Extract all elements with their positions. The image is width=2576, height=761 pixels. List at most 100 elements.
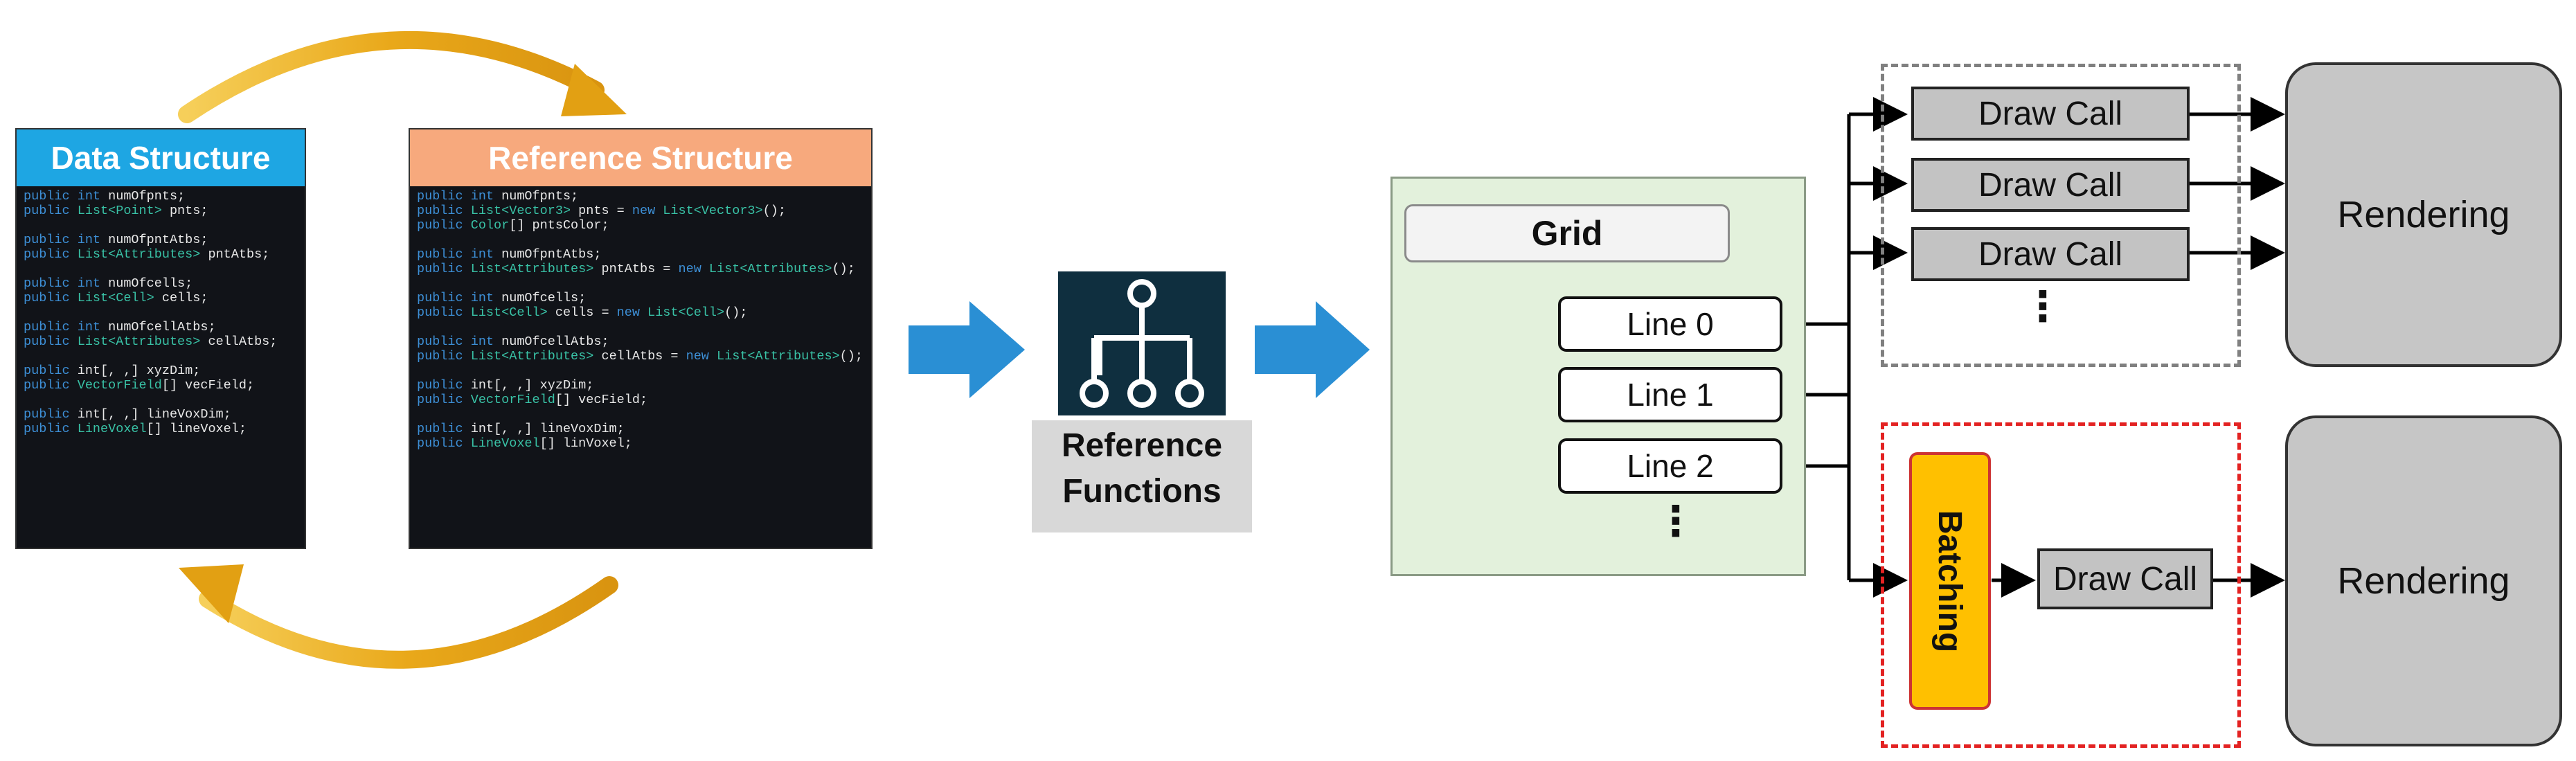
reference-structure-code-line	[417, 407, 864, 422]
reference-structure-code-line: public int numOfpntAtbs;	[417, 247, 864, 262]
rendering-upper: Rendering	[2285, 62, 2562, 367]
reference-structure-code-token: ();	[839, 349, 863, 364]
grid-line-1: Line 1	[1558, 367, 1782, 422]
data-structure-code-token: VectorField	[77, 378, 162, 393]
reference-structure-code-line: public Color[] pntsColor;	[417, 218, 864, 233]
reference-structure-code-line: public List<Cell> cells = new List<Cell>…	[417, 305, 864, 320]
draw-call-batched: Draw Call	[2037, 548, 2213, 609]
reference-structure-code-token: cellAtbs =	[593, 349, 686, 364]
data-structure-code-token: public int	[24, 189, 109, 204]
batching-box: Batching	[1909, 452, 1991, 710]
data-structure-code-token: List<Attributes>	[77, 334, 201, 349]
data-structure-code-token: numOfpnts;	[108, 189, 186, 204]
reference-structure-code-line: public int numOfcellAtbs;	[417, 334, 864, 349]
reference-structure-code-line: public int[, ,] lineVoxDim;	[417, 422, 864, 436]
reference-structure-code-token: public	[417, 378, 471, 393]
reference-structure-code-token: public	[417, 349, 471, 364]
data-structure-code-token: public int	[24, 233, 109, 247]
curved-arrow-top-icon	[178, 30, 627, 123]
draw-call-1: Draw Call	[1911, 87, 2190, 141]
data-structure-code-token: [] vecField;	[161, 378, 255, 393]
data-structure-code-token: List<Cell>	[77, 291, 154, 305]
reference-structure-code-token: public	[417, 218, 471, 233]
draw-call-2: Draw Call	[1911, 158, 2190, 212]
draw-call-feed-arrows	[1849, 97, 1908, 598]
reference-structure-code-token: numOfpnts;	[501, 189, 579, 204]
reference-structure-code-line	[417, 364, 864, 378]
reference-structure-code-token: new	[686, 349, 717, 364]
reference-structure-code-token: public	[417, 305, 471, 320]
data-structure-code-token: public int	[24, 320, 109, 334]
reference-structure-code-token: List<Vector3>	[663, 204, 763, 218]
grid-line-2: Line 2	[1558, 438, 1782, 494]
data-structure-code-token: public	[24, 247, 78, 262]
data-structure-code: public int numOfpnts;public List<Point> …	[24, 189, 298, 544]
data-structure-code-token: LineVoxel	[77, 422, 147, 436]
reference-structure-code-line: public int[, ,] xyzDim;	[417, 378, 864, 393]
data-structure-panel: Data Structure public int numOfpnts;publ…	[15, 128, 306, 549]
flow-arrow-2-icon	[1255, 301, 1370, 398]
data-structure-code-token: public	[24, 291, 78, 305]
data-structure-code-token: [] lineVoxel;	[146, 422, 247, 436]
reference-structure-code-token: [] pntsColor;	[509, 218, 609, 233]
reference-structure-code-token: public int	[417, 334, 502, 349]
batching-label: Batching	[1931, 510, 1969, 652]
reference-structure-code-line: public int numOfcells;	[417, 291, 864, 305]
reference-structure-code-token: new	[678, 262, 709, 276]
reference-structure-code-line: public int numOfpnts;	[417, 189, 864, 204]
reference-functions-icon-box	[1058, 271, 1226, 415]
flow-arrow-1-icon	[909, 301, 1025, 398]
reference-structure-code-token: public	[417, 204, 471, 218]
grid-title: Grid	[1404, 204, 1730, 262]
reference-structure-code-token: public	[417, 422, 471, 436]
reference-structure-code-line	[417, 233, 864, 247]
reference-structure-code-token: [] vecField;	[555, 393, 648, 407]
reference-functions-label-line2: Functions	[1062, 473, 1222, 510]
reference-structure-code-token: List<Vector3>	[470, 204, 571, 218]
rendering-lower: Rendering	[2285, 415, 2562, 746]
data-structure-code-token: pnts;	[161, 204, 208, 218]
reference-structure-code-token: numOfcells;	[501, 291, 587, 305]
reference-functions-label: Reference Functions	[1032, 420, 1252, 532]
reference-structure-code-token: [] linVoxel;	[539, 436, 632, 451]
data-structure-code-line	[24, 349, 298, 364]
data-structure-code-line: public List<Cell> cells;	[24, 291, 298, 305]
data-structure-code-line: public List<Point> pnts;	[24, 204, 298, 218]
reference-structure-panel: Reference Structure public int numOfpnts…	[409, 128, 873, 549]
grid-line-0: Line 0	[1558, 296, 1782, 352]
reference-structure-code-line: public List<Attributes> cellAtbs = new L…	[417, 349, 864, 364]
reference-structure-code-token: ();	[832, 262, 855, 276]
data-structure-code-token: public	[24, 204, 78, 218]
data-structure-code-line: public List<Attributes> pntAtbs;	[24, 247, 298, 262]
reference-structure-code-token: new	[616, 305, 648, 320]
data-structure-code-line: public List<Attributes> cellAtbs;	[24, 334, 298, 349]
data-structure-code-token: public	[24, 334, 78, 349]
data-structure-code-token: public	[24, 407, 78, 422]
data-structure-code-line	[24, 262, 298, 276]
data-structure-code-line: public int numOfpnts;	[24, 189, 298, 204]
reference-functions-label-line1: Reference	[1061, 427, 1223, 464]
reference-structure-code-line: public List<Attributes> pntAtbs = new Li…	[417, 262, 864, 276]
data-structure-code-line	[24, 393, 298, 407]
data-structure-code-token: List<Attributes>	[77, 247, 201, 262]
reference-structure-code-line: public LineVoxel[] linVoxel;	[417, 436, 864, 451]
data-structure-header: Data Structure	[17, 129, 305, 186]
reference-structure-code-token: public	[417, 436, 471, 451]
reference-structure-code-token: int[, ,] xyzDim;	[470, 378, 594, 393]
data-structure-code-line	[24, 305, 298, 320]
data-structure-code-token: numOfcellAtbs;	[108, 320, 216, 334]
reference-structure-code-token: numOfpntAtbs;	[501, 247, 602, 262]
data-structure-code-token: int[, ,] xyzDim;	[77, 364, 201, 378]
data-structure-code-token: public	[24, 378, 78, 393]
draw-call-more-ellipsis: ⋮	[2022, 283, 2064, 330]
data-structure-code-token: cells;	[154, 291, 208, 305]
reference-structure-code-token: pntAtbs =	[593, 262, 679, 276]
reference-structure-code-token: public	[417, 262, 471, 276]
reference-structure-code-token: ();	[724, 305, 748, 320]
unbatched-draw-calls-group	[1881, 64, 2241, 367]
reference-structure-code-token: ();	[762, 204, 786, 218]
data-structure-code-line: public VectorField[] vecField;	[24, 378, 298, 393]
data-structure-code-token: numOfpntAtbs;	[108, 233, 208, 247]
data-structure-code-line: public int numOfcellAtbs;	[24, 320, 298, 334]
reference-structure-code-line: public VectorField[] vecField;	[417, 393, 864, 407]
